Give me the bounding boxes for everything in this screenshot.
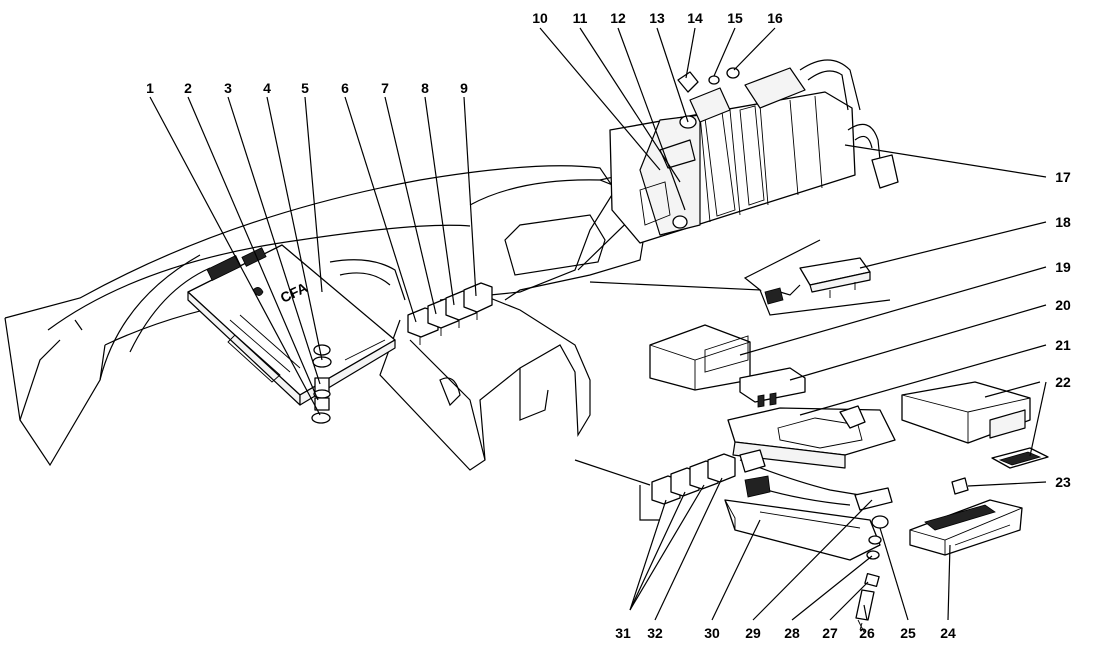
control-unit-left: CFA <box>187 244 396 406</box>
callout-8: 8 <box>421 80 429 96</box>
callout-19: 19 <box>1055 259 1071 275</box>
callout-21: 21 <box>1055 337 1071 353</box>
callout-2: 2 <box>184 80 192 96</box>
callout-27: 27 <box>822 625 838 641</box>
siren-19 <box>649 324 751 391</box>
callout-12: 12 <box>610 10 626 26</box>
bracket-30 <box>724 449 893 561</box>
sensor-18 <box>764 257 871 305</box>
callout-6: 6 <box>341 80 349 96</box>
callout-7: 7 <box>381 80 389 96</box>
callout-10: 10 <box>532 10 548 26</box>
callout-31: 31 <box>615 625 631 641</box>
fastener-stack-left <box>311 344 332 424</box>
callout-25: 25 <box>900 625 916 641</box>
callout-17: 17 <box>1055 169 1071 185</box>
callout-30: 30 <box>704 625 720 641</box>
callout-20: 20 <box>1055 297 1071 313</box>
callout-24: 24 <box>940 625 956 641</box>
dashboard-outline <box>4 165 891 521</box>
callout-11: 11 <box>573 10 588 26</box>
fuse-board <box>609 59 899 244</box>
module-20 <box>739 367 806 408</box>
callout-4: 4 <box>263 80 271 96</box>
callout-9: 9 <box>460 80 468 96</box>
callout-26: 26 <box>859 625 875 641</box>
callout-14: 14 <box>687 10 703 26</box>
callout-3: 3 <box>224 80 232 96</box>
leader-lines <box>149 27 1047 621</box>
callout-29: 29 <box>745 625 761 641</box>
callout-28: 28 <box>784 625 800 641</box>
callout-22: 22 <box>1055 374 1071 390</box>
callout-5: 5 <box>301 80 309 96</box>
module-24 <box>909 477 1023 556</box>
callout-1: 1 <box>146 80 154 96</box>
callout-15: 15 <box>727 10 743 26</box>
callout-labels: 1 2 3 4 5 6 7 8 9 10 11 12 13 14 15 16 1… <box>146 10 1071 641</box>
callout-32: 32 <box>647 625 663 641</box>
relay-group-dash <box>407 282 493 345</box>
callout-16: 16 <box>767 10 783 26</box>
callout-23: 23 <box>1055 474 1071 490</box>
callout-13: 13 <box>649 10 665 26</box>
relay-group-lower <box>651 453 736 505</box>
control-box-22 <box>901 381 1049 469</box>
tray-21 <box>727 405 896 469</box>
callout-18: 18 <box>1055 214 1071 230</box>
